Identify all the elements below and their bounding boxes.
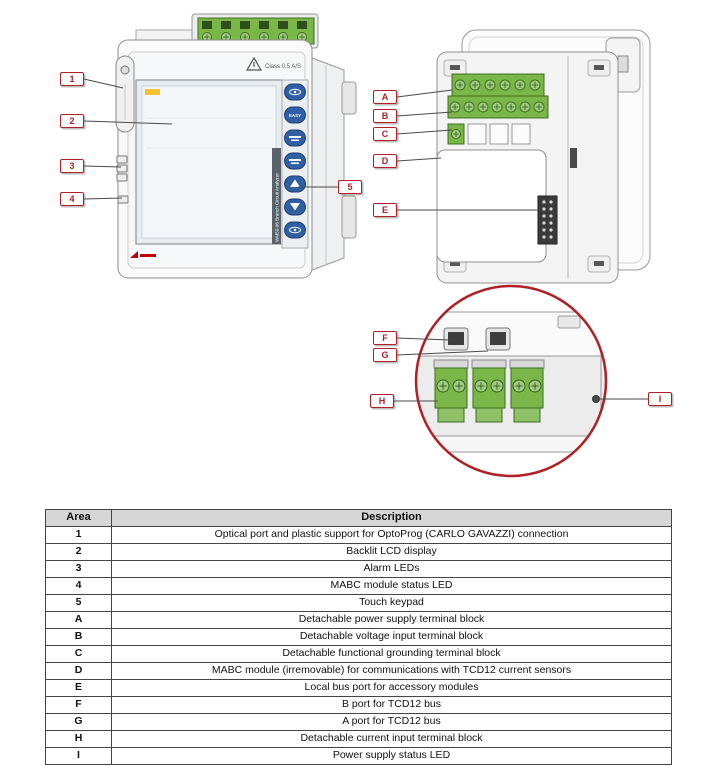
area-cell: 4 <box>45 577 112 595</box>
area-cell: E <box>45 679 112 697</box>
description-cell: Detachable functional grounding terminal… <box>111 645 672 663</box>
table-header-area: Area <box>45 509 112 527</box>
callout-G: G <box>373 348 397 362</box>
lcd-display <box>135 79 283 245</box>
brand-logo <box>145 89 160 95</box>
table-header-row: Area Description <box>45 509 672 527</box>
area-cell: A <box>45 611 112 629</box>
area-cell: B <box>45 628 112 646</box>
description-cell: A port for TCD12 bus <box>111 713 672 731</box>
keypad-easy-button-label: EASY <box>289 113 301 118</box>
optical-port <box>120 65 130 75</box>
callout-F: F <box>373 331 397 345</box>
arrow-up-icon <box>290 179 300 187</box>
grounding-terminal-block <box>447 123 531 145</box>
rear-view-diagram <box>436 29 651 284</box>
power-supply-status-led <box>592 395 600 403</box>
callout-H: H <box>370 394 394 408</box>
callout-I: I <box>648 392 672 406</box>
callout-C: C <box>373 127 397 141</box>
optical-port-support <box>115 55 135 133</box>
description-cell: Power supply status LED <box>111 747 672 765</box>
description-cell: MABC module status LED <box>111 577 672 595</box>
detail-tab <box>557 315 581 329</box>
callout-A: A <box>373 90 397 104</box>
description-cell: Detachable power supply terminal block <box>111 611 672 629</box>
callout-4: 4 <box>60 192 84 206</box>
arrow-down-icon <box>290 203 300 211</box>
tcd12-port-a <box>485 327 511 351</box>
table-header-description: Description <box>111 509 672 527</box>
description-cell: Detachable voltage input terminal block <box>111 628 672 646</box>
area-cell: H <box>45 730 112 748</box>
carlo-gavazzi-logo <box>130 251 156 258</box>
current-input-terminal-blocks <box>433 359 545 423</box>
area-cell: C <box>45 645 112 663</box>
description-cell: Detachable current input terminal block <box>111 730 672 748</box>
power-supply-terminal-block <box>451 73 545 97</box>
tcd12-port-b <box>443 327 469 351</box>
description-cell: MABC module (irremovable) for communicat… <box>111 662 672 680</box>
callout-5: 5 <box>338 180 362 194</box>
warning-triangle-icon <box>245 56 263 71</box>
callout-B: B <box>373 109 397 123</box>
area-cell: I <box>45 747 112 765</box>
description-cell: Backlit LCD display <box>111 543 672 561</box>
front-side-panel <box>311 57 357 271</box>
detail-circle-diagram <box>414 284 608 478</box>
area-cell: 2 <box>45 543 112 561</box>
area-cell: F <box>45 696 112 714</box>
detail-bottom-band <box>416 435 606 453</box>
callout-D: D <box>373 154 397 168</box>
alarm-leds <box>116 155 128 182</box>
local-bus-port <box>537 195 558 245</box>
front-view-diagram: Class 0.5 A/S WM50-96 Branch Circuit Ana… <box>115 13 357 279</box>
mabc-status-led <box>117 195 129 204</box>
callout-E: E <box>373 203 397 217</box>
area-cell: 3 <box>45 560 112 578</box>
touch-keypad: EASY <box>281 79 309 249</box>
callout-1: 1 <box>60 72 84 86</box>
description-cell: Local bus port for accessory modules <box>111 679 672 697</box>
area-cell: G <box>45 713 112 731</box>
callout-3: 3 <box>60 159 84 173</box>
rear-panel-details <box>567 56 577 278</box>
description-cell: Optical port and plastic support for Opt… <box>111 526 672 544</box>
callout-2: 2 <box>60 114 84 128</box>
mabc-module <box>436 149 547 263</box>
detail-circle-outline <box>414 284 608 478</box>
description-cell: Alarm LEDs <box>111 560 672 578</box>
area-cell: D <box>45 662 112 680</box>
model-label: WM50-96 Branch Circuit Analyzer <box>275 173 280 242</box>
area-cell: 1 <box>45 526 112 544</box>
class-label: Class 0.5 A/S <box>265 64 301 70</box>
keypad-button-easy <box>284 106 306 124</box>
area-cell: 5 <box>45 594 112 612</box>
voltage-input-terminal-block <box>447 95 549 119</box>
description-cell: Touch keypad <box>111 594 672 612</box>
description-cell: B port for TCD12 bus <box>111 696 672 714</box>
model-strip: WM50-96 Branch Circuit Analyzer <box>272 148 281 244</box>
